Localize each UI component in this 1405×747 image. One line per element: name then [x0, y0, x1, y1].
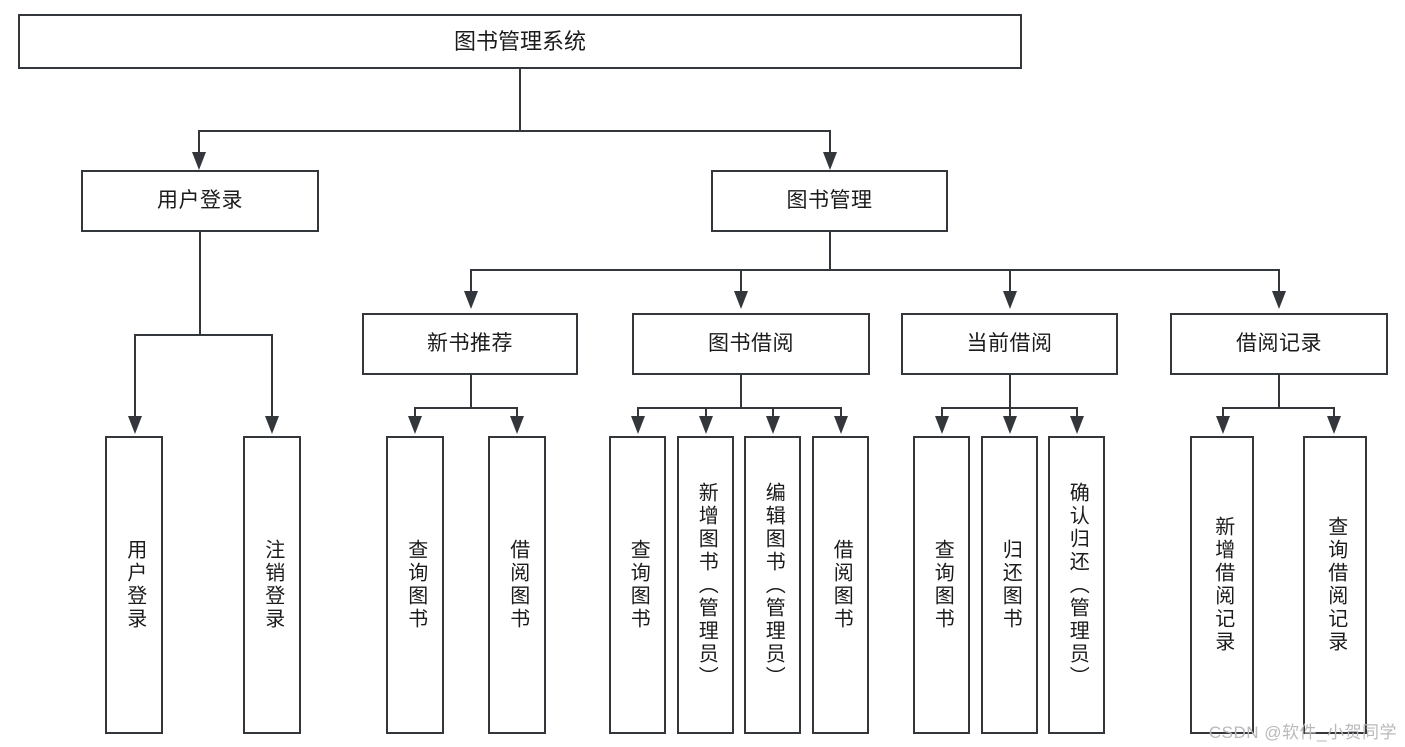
edge-root-drop-right — [829, 130, 831, 154]
edge-recommend-stem — [470, 375, 472, 409]
leaf-label: 确认归还（管理员） — [1066, 481, 1089, 689]
arrow-to-leaf-query-record — [1327, 416, 1341, 434]
node-root-system[interactable]: 图书管理系统 — [18, 14, 1022, 69]
leaf-borrow-query-book[interactable]: 查询图书 — [609, 436, 666, 734]
edge-l3-drop-4 — [1278, 269, 1280, 293]
edge-l3-drop-1 — [470, 269, 472, 293]
leaf-borrow-add-book[interactable]: 新增图书（管理员） — [677, 436, 734, 734]
node-label: 图书管理 — [786, 188, 873, 212]
arrow-to-leaf-borrow-book-1 — [510, 416, 524, 434]
leaf-label: 新增借阅记录 — [1211, 516, 1234, 654]
arrow-to-leaf-add-book — [699, 416, 713, 434]
edge-current-stem — [1009, 375, 1011, 409]
arrow-to-user-login — [192, 152, 206, 170]
edge-recommend-drop-1 — [414, 407, 416, 418]
node-label: 图书管理系统 — [453, 28, 586, 54]
node-book-borrow[interactable]: 图书借阅 — [632, 313, 870, 375]
node-label: 当前借阅 — [966, 331, 1053, 355]
arrow-to-leaf-return-book — [1003, 416, 1017, 434]
arrow-to-new-book-recommend — [464, 291, 478, 309]
edge-borrow-drop-2 — [705, 407, 707, 418]
edge-book-manage-stem — [829, 232, 831, 271]
arrow-to-leaf-query-book-3 — [935, 416, 949, 434]
node-current-borrow[interactable]: 当前借阅 — [901, 313, 1118, 375]
leaf-label: 编辑图书（管理员） — [762, 481, 785, 689]
arrow-to-leaf-add-record — [1216, 416, 1230, 434]
node-book-management[interactable]: 图书管理 — [711, 170, 948, 232]
node-user-login[interactable]: 用户登录 — [81, 170, 319, 232]
leaf-user-logout[interactable]: 注销登录 — [243, 436, 301, 734]
edge-current-drop-1 — [941, 407, 943, 418]
edge-borrow-drop-1 — [637, 407, 639, 418]
leaf-current-confirm-return[interactable]: 确认归还（管理员） — [1048, 436, 1105, 734]
leaf-label: 查询图书 — [931, 539, 954, 631]
leaf-label: 查询图书 — [627, 539, 650, 631]
edge-current-drop-3 — [1076, 407, 1078, 418]
leaf-user-login[interactable]: 用户登录 — [105, 436, 163, 734]
edge-l3-drop-3 — [1009, 269, 1011, 293]
edge-borrow-drop-4 — [840, 407, 842, 418]
arrow-to-leaf-query-book-1 — [408, 416, 422, 434]
leaf-recommend-query-book[interactable]: 查询图书 — [386, 436, 444, 734]
edge-borrow-drop-3 — [772, 407, 774, 418]
node-label: 借阅记录 — [1236, 331, 1322, 355]
edge-root-bus — [198, 130, 831, 132]
edge-root-stem — [519, 69, 521, 131]
leaf-label: 查询借阅记录 — [1324, 516, 1347, 654]
edge-user-login-bus — [134, 334, 273, 336]
leaf-label: 新增图书（管理员） — [695, 481, 718, 689]
leaf-borrow-edit-book[interactable]: 编辑图书（管理员） — [744, 436, 801, 734]
edge-record-stem — [1278, 375, 1280, 409]
edge-user-login-stem — [199, 232, 201, 336]
node-label: 用户登录 — [157, 188, 243, 212]
leaf-label: 归还图书 — [999, 539, 1022, 631]
edge-recommend-bus — [414, 407, 518, 409]
arrow-to-leaf-user-logout — [265, 416, 279, 434]
edge-recommend-drop-2 — [516, 407, 518, 418]
leaf-label: 借阅图书 — [830, 539, 853, 631]
csdn-watermark: CSDN @软件_小贺同学 — [1208, 723, 1397, 742]
edge-record-drop-2 — [1333, 407, 1335, 418]
arrow-to-current-borrow — [1003, 291, 1017, 309]
node-new-book-recommend[interactable]: 新书推荐 — [362, 313, 578, 375]
arrow-to-leaf-borrow-book-2 — [834, 416, 848, 434]
edge-user-login-drop-1 — [134, 334, 136, 418]
arrow-to-borrow-record — [1272, 291, 1286, 309]
leaf-add-borrow-record[interactable]: 新增借阅记录 — [1190, 436, 1254, 734]
leaf-current-return-book[interactable]: 归还图书 — [981, 436, 1038, 734]
arrow-to-leaf-confirm-return — [1070, 416, 1084, 434]
edge-current-drop-2 — [1009, 407, 1011, 418]
leaf-label: 借阅图书 — [506, 539, 529, 631]
node-label: 图书借阅 — [708, 331, 794, 355]
arrow-to-leaf-query-book-2 — [631, 416, 645, 434]
leaf-query-borrow-record[interactable]: 查询借阅记录 — [1303, 436, 1367, 734]
leaf-current-query-book[interactable]: 查询图书 — [913, 436, 970, 734]
leaf-label: 查询图书 — [404, 539, 427, 631]
edge-borrow-stem — [740, 375, 742, 409]
node-label: 新书推荐 — [427, 331, 513, 355]
edge-l3-drop-2 — [740, 269, 742, 293]
arrow-to-book-manage — [823, 152, 837, 170]
arrow-to-leaf-user-login — [128, 416, 142, 434]
edge-record-bus — [1222, 407, 1335, 409]
edge-borrow-bus — [637, 407, 842, 409]
arrow-to-book-borrow — [734, 291, 748, 309]
edge-record-drop-1 — [1222, 407, 1224, 418]
arrow-to-leaf-edit-book — [766, 416, 780, 434]
node-borrow-record[interactable]: 借阅记录 — [1170, 313, 1388, 375]
edge-root-drop-left — [198, 130, 200, 154]
leaf-label: 注销登录 — [261, 539, 284, 631]
edge-book-manage-bus — [470, 269, 1279, 271]
leaf-recommend-borrow-book[interactable]: 借阅图书 — [488, 436, 546, 734]
edge-user-login-drop-2 — [271, 334, 273, 418]
leaf-label: 用户登录 — [123, 539, 146, 631]
leaf-borrow-borrow-book[interactable]: 借阅图书 — [812, 436, 869, 734]
